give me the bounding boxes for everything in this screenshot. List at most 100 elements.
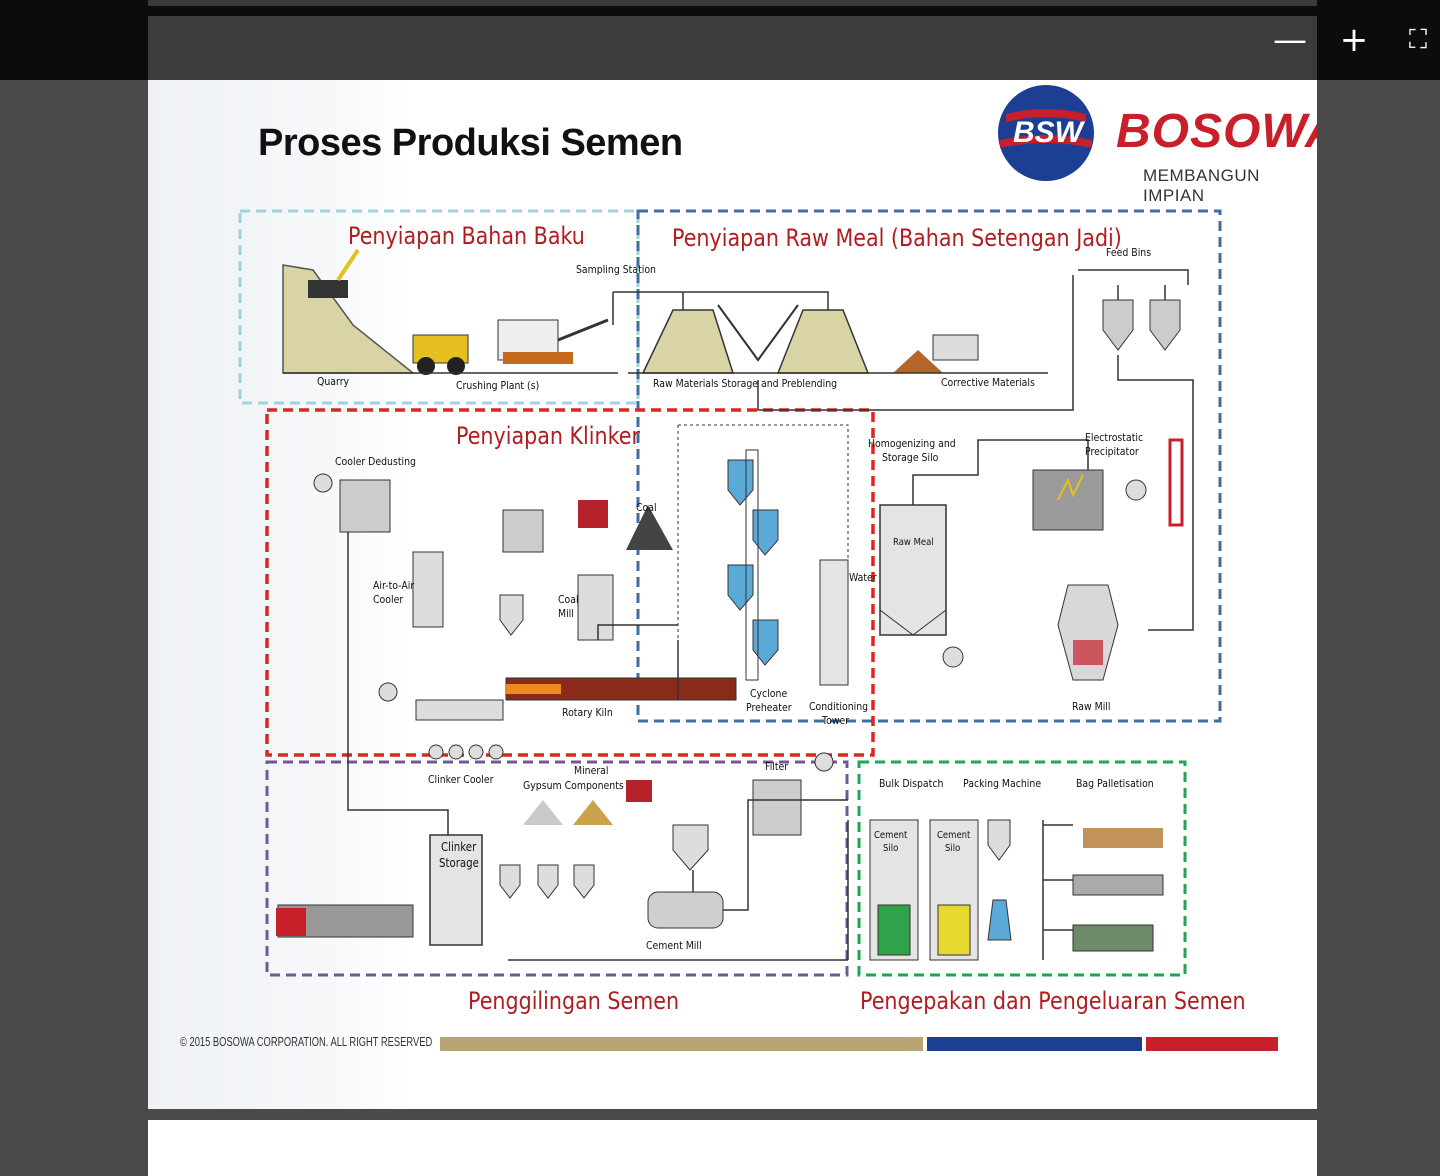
- conveyor-line: [557, 318, 609, 342]
- label-corrective-materials: Corrective Materials: [941, 376, 1035, 389]
- clinker-truck-cab: [276, 908, 306, 936]
- silo-cone: [879, 609, 947, 636]
- filter-fan: [814, 752, 834, 772]
- label-air-cooler-1: Air-to-Air: [373, 579, 415, 592]
- additive-bin-2: [537, 864, 559, 899]
- silo-feed-line: [912, 439, 1089, 505]
- label-coal: Coal: [636, 501, 657, 514]
- label-homogenizing-2: Storage Silo: [882, 451, 939, 464]
- section-title-klinker: Penyiapan Klinker: [456, 422, 640, 450]
- label-mineral-1: Mineral: [574, 764, 609, 777]
- label-cement-silo-a-1: Cement: [874, 830, 908, 841]
- section-title-raw-meal: Penyiapan Raw Meal (Bahan Setengan Jadi): [672, 224, 1122, 252]
- fullscreen-button[interactable]: ⛶: [1408, 25, 1428, 55]
- cyclone-2: [752, 509, 779, 556]
- section-box-bahan-baku: [238, 209, 640, 405]
- dispatch-lines: [1042, 820, 1073, 960]
- raw-mill-fan: [942, 646, 964, 668]
- cement-process-diagram: [238, 85, 1278, 1051]
- loader-wheel: [447, 357, 465, 375]
- cyclone-3: [727, 564, 754, 611]
- mineral-hopper: [626, 780, 652, 802]
- coal-mill-shape: [577, 574, 614, 641]
- label-clinker-storage-2: Storage: [439, 856, 479, 870]
- section-box-klinker: [265, 408, 875, 757]
- bsw-logo-circle: [998, 85, 1094, 181]
- conditioning-tower: [819, 559, 849, 686]
- dump-truck-shape: [932, 334, 979, 361]
- cement-mill-drum: [647, 891, 724, 929]
- label-electrostatic-1: Electrostatic: [1085, 431, 1144, 444]
- spark-icon: [1057, 474, 1084, 501]
- clinker-cooler-body: [415, 699, 504, 721]
- crusher-track: [503, 352, 573, 364]
- cooler-dedusting-filter: [339, 479, 391, 533]
- corrective-pile: [893, 350, 943, 373]
- label-cement-silo-b-2: Silo: [945, 843, 961, 854]
- clinker-storage-silo: [429, 834, 483, 946]
- bosowa-tagline: MEMBANGUN IMPIAN: [1143, 166, 1260, 205]
- packing-machine-shape: [987, 899, 1012, 941]
- label-raw-materials-storage: Raw Materials Storage and Preblending: [653, 377, 838, 390]
- stack-chimney: [1168, 438, 1184, 527]
- label-raw-meal-silo: Raw Meal: [893, 537, 934, 548]
- raw-feed-line: [757, 275, 1074, 411]
- dedusting-fan: [313, 473, 333, 493]
- coal-pile: [626, 505, 673, 550]
- label-conditioning-2: Tower: [822, 714, 850, 727]
- label-mineral-2: Gypsum Components: [523, 779, 624, 792]
- label-cement-silo-a-2: Silo: [883, 843, 899, 854]
- bosowa-logo-text: BOSOWA: [1116, 105, 1317, 158]
- label-raw-mill: Raw Mill: [1072, 700, 1111, 713]
- separator-shape: [672, 824, 709, 871]
- section-box-penggilingan: [265, 760, 849, 977]
- cooler-fan-4: [488, 744, 504, 760]
- bsw-logo-text: BSW: [1013, 116, 1083, 149]
- next-slide-edge: [148, 1120, 1317, 1176]
- copyright-text: © 2015 BOSOWA CORPORATION. ALL RIGHT RES…: [180, 1034, 433, 1049]
- footer-bar-gold: [440, 1037, 923, 1051]
- cooler-fan-1: [428, 744, 444, 760]
- zoom-out-button[interactable]: —: [1273, 20, 1307, 60]
- footer-bar-blue: [927, 1037, 1142, 1051]
- section-title-penggilingan: Penggilingan Semen: [468, 987, 680, 1015]
- label-coal-mill-1: Coal: [558, 593, 579, 606]
- mill-lines: [508, 799, 849, 961]
- kiln-filter: [502, 509, 544, 553]
- label-crushing-plant: Crushing Plant (s): [456, 379, 540, 392]
- sampling-lines: [612, 291, 829, 325]
- label-filter: Filter: [765, 760, 789, 773]
- storage-pile-1: [641, 309, 735, 374]
- label-cyclone-2: Preheater: [746, 701, 792, 714]
- cyclone-1: [727, 459, 754, 506]
- flatbed-truck: [1072, 874, 1164, 896]
- label-coal-mill-2: Mill: [558, 607, 574, 620]
- label-water: Water: [849, 571, 877, 584]
- label-cyclone-1: Cyclone: [750, 687, 788, 700]
- section-title-bahan-baku: Penyiapan Bahan Baku: [348, 222, 585, 250]
- footer-bar-red: [1146, 1037, 1278, 1051]
- storage-pile-2: [776, 309, 870, 374]
- label-quarry: Quarry: [317, 375, 350, 388]
- raw-meal-silo: [879, 504, 947, 636]
- process-lines: [347, 532, 679, 835]
- cooler-fan-2: [448, 744, 464, 760]
- cooler-fan-3: [468, 744, 484, 760]
- preheater-tower: [745, 449, 759, 681]
- additive-bin-1: [499, 864, 521, 899]
- bulk-truck-green: [877, 904, 911, 956]
- kiln-flame: [506, 684, 561, 694]
- slide-canvas: Proses Produksi Semen BSW BOSOWA MEMBANG…: [148, 80, 1317, 1109]
- loader-wheel: [417, 357, 435, 375]
- viewer-toolbar: [148, 16, 1317, 80]
- mineral-pile: [573, 800, 613, 825]
- label-clinker-storage-1: Clinker: [441, 840, 477, 854]
- zoom-in-button[interactable]: +: [1339, 20, 1369, 60]
- label-cement-silo-b-1: Cement: [937, 830, 971, 841]
- section-title-pengepakan: Pengepakan dan Pengeluaran Semen: [860, 987, 1246, 1015]
- raw-mill-core: [1073, 640, 1103, 665]
- slide-title: Proses Produksi Semen: [258, 122, 683, 164]
- gas-lines: [677, 424, 849, 640]
- label-clinker-cooler: Clinker Cooler: [428, 773, 494, 786]
- label-cement-mill: Cement Mill: [646, 939, 702, 952]
